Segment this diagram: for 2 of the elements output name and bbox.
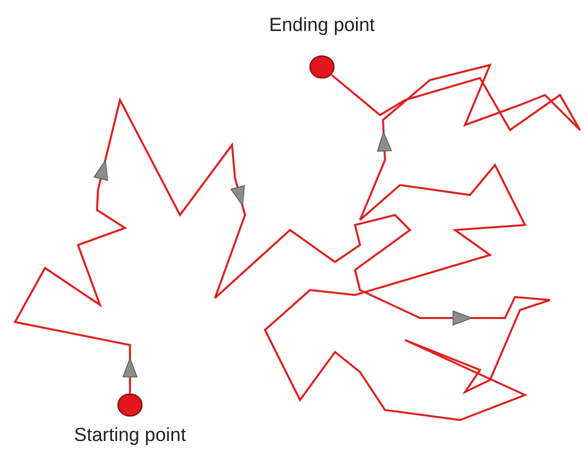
point-label: Starting point bbox=[74, 425, 186, 447]
point-label: Ending point bbox=[269, 15, 375, 37]
